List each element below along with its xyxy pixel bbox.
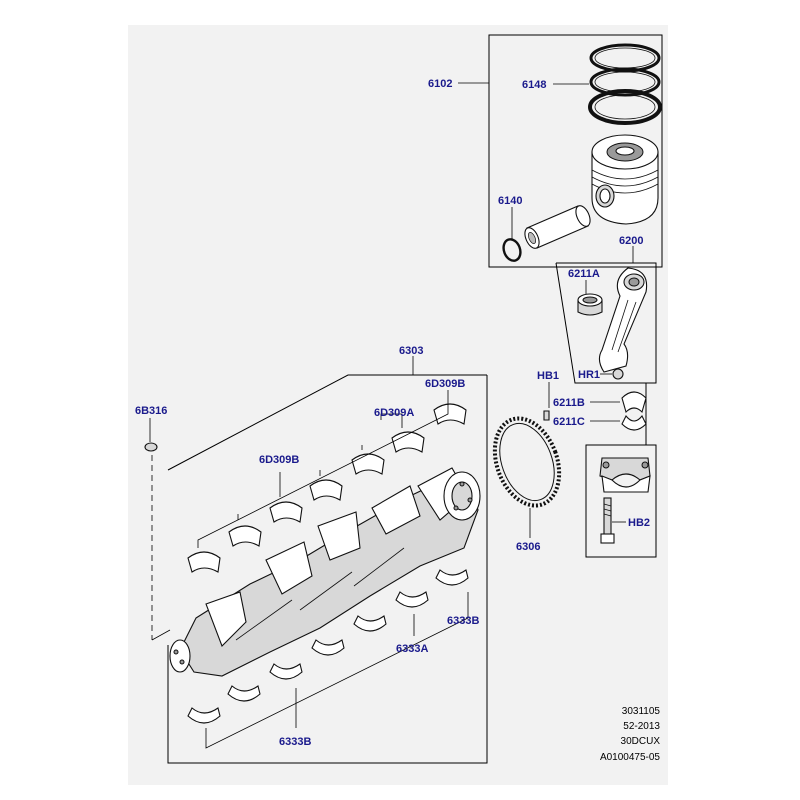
bearing-shell-lower-6 [395,591,429,608]
rod-cap-frame [585,444,657,558]
bearing-shell-upper-2 [228,525,262,547]
circlip-icon[interactable] [501,237,524,263]
ref-line-2: 52-2013 [623,721,660,732]
bearing-shell-lower-7 [435,569,469,586]
nut-icon[interactable] [612,368,624,380]
piston-pin-icon[interactable] [522,204,593,251]
label-6333B-right[interactable]: 6333B [447,615,479,627]
piston-icon[interactable] [591,134,659,225]
label-6303[interactable]: 6303 [399,345,423,357]
label-HB2[interactable]: HB2 [628,517,650,529]
reluctor-ring-icon[interactable] [483,409,570,514]
label-6333A[interactable]: 6333A [396,643,428,655]
label-6140[interactable]: 6140 [498,195,522,207]
bearing-shell-upper-4 [309,479,343,501]
bearing-shell-upper-7 [433,403,467,425]
label-6333B-bottom[interactable]: 6333B [279,736,311,748]
connecting-rod-icon[interactable] [598,267,648,373]
rod-bolt-icon[interactable] [600,497,615,544]
label-6211C[interactable]: 6211C [553,416,585,428]
crankshaft-icon[interactable] [169,467,481,677]
label-HR1[interactable]: HR1 [578,369,600,381]
label-6D309B-left[interactable]: 6D309B [259,454,299,466]
bearing-shell-lower-2 [227,685,261,702]
bearing-shell-upper-5 [351,453,385,475]
label-6D309A[interactable]: 6D309A [374,407,414,419]
bearing-shell-lower-3 [269,663,303,680]
ref-line-3: 30DCUX [621,736,661,747]
big-end-bearing-upper-icon[interactable] [621,391,647,414]
bearing-shell-upper-6 [391,431,425,453]
bearing-shells-upper[interactable] [187,403,467,573]
piston-rings-icon[interactable] [588,43,662,125]
dowel-pin-icon[interactable] [144,442,158,452]
label-6200[interactable]: 6200 [619,235,643,247]
ref-line-4: A0100475-05 [600,752,660,763]
rod-cap-icon[interactable] [599,457,651,493]
label-HB1[interactable]: HB1 [537,370,559,382]
label-6211A[interactable]: 6211A [568,268,600,280]
bearing-shell-upper-1 [187,551,221,573]
reluctor-bolt-icon[interactable] [543,410,550,421]
label-6102[interactable]: 6102 [428,78,452,90]
bearing-shell-lower-4 [311,639,345,656]
label-6306[interactable]: 6306 [516,541,540,553]
label-6B316[interactable]: 6B316 [135,405,167,417]
bearing-shells-lower[interactable] [187,569,469,724]
piston-group-frame [488,34,663,268]
label-6D309B-top[interactable]: 6D309B [425,378,465,390]
bearing-shell-upper-3 [269,501,303,523]
label-6211B[interactable]: 6211B [553,397,585,409]
label-6148[interactable]: 6148 [522,79,546,91]
big-end-bearing-lower-icon[interactable] [621,414,647,431]
ref-line-1: 3031105 [622,706,661,717]
bearing-shell-lower-5 [353,615,387,632]
small-end-bush-icon[interactable] [577,293,603,316]
bearing-shell-lower-1 [187,707,221,724]
